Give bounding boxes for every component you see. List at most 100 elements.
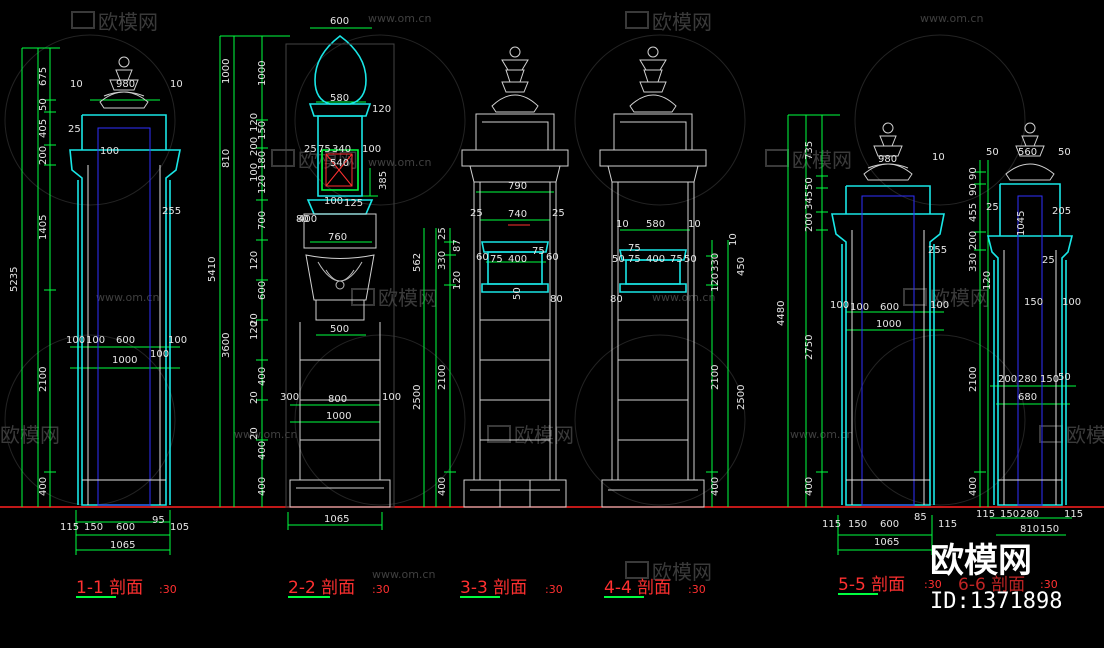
- watermark-logo-icon: [1039, 425, 1063, 443]
- section-5-5: 4480 735 50 345 200 2750 400 980 10 255 …: [776, 114, 957, 595]
- dim-r: 120: [372, 104, 391, 115]
- brand-name: 欧模网: [930, 541, 1032, 581]
- dim-mid: 100: [150, 349, 169, 360]
- dim-h: 560: [1018, 147, 1037, 158]
- watermark-text: 欧模网: [1066, 423, 1104, 447]
- dim-left: 180: [257, 151, 268, 170]
- dim-v: 90: [968, 183, 979, 196]
- dim-v: 562: [412, 253, 423, 272]
- dim-v: 405: [38, 119, 49, 138]
- dim-top: 10: [70, 79, 83, 90]
- watermark-url: www.om.cn: [368, 156, 431, 169]
- dim-overall: 5235: [9, 267, 20, 292]
- dim-mid: 100: [168, 335, 187, 346]
- dim-h: 50: [512, 287, 523, 300]
- dim-v: 2500: [412, 385, 423, 410]
- section-1-1: 5235 675 50 405 25 200 1405 2100 400 10 …: [9, 47, 189, 598]
- dim-h: 75: [670, 254, 683, 265]
- dim-v: 120: [710, 273, 721, 292]
- dim-left: 150: [257, 121, 268, 140]
- section-title: 1-1 剖面: [76, 578, 143, 598]
- watermark-text: 欧模网: [298, 148, 358, 172]
- dim-top: 980: [116, 79, 135, 90]
- section-title: 4-4 剖面: [604, 578, 671, 598]
- dim-h: 10: [616, 219, 629, 230]
- dim-left: 120: [249, 251, 260, 270]
- dim-h: 50: [1058, 147, 1071, 158]
- dim-v: 330: [437, 251, 448, 270]
- dim-v: 2100: [968, 367, 979, 392]
- section-title: 6-6 剖面: [958, 575, 1025, 595]
- dim-mid: 100: [86, 335, 105, 346]
- dim-bottom: 115: [976, 509, 995, 520]
- dim-bottom: 600: [116, 522, 135, 533]
- dim-h: 740: [508, 209, 527, 220]
- dim-left: 120: [249, 321, 260, 340]
- dim-mid: 600: [116, 335, 135, 346]
- dim-h: 400: [646, 254, 665, 265]
- dim-v: 2100: [710, 365, 721, 390]
- dim-v: 330: [710, 253, 721, 272]
- dim-bottom: 280: [1020, 509, 1039, 520]
- dim-h: 100: [930, 300, 949, 311]
- dim-left: 120: [249, 113, 260, 132]
- finial-ornament-icon: [1005, 122, 1055, 181]
- dim-bottom: 150: [1000, 509, 1019, 520]
- dim-v: 2500: [736, 385, 747, 410]
- dim-v: 2100: [437, 365, 448, 390]
- dim-bottom: 115: [60, 522, 79, 533]
- dim-h: 205: [1052, 206, 1071, 217]
- finial-ornament-icon: [491, 46, 539, 113]
- section-title: 3-3 剖面: [460, 578, 527, 598]
- dim-left: 400: [257, 441, 268, 460]
- dim-h: 680: [1018, 392, 1037, 403]
- dim-left: 1000: [257, 61, 268, 86]
- dim-v: 2100: [38, 367, 49, 392]
- dim-bottom: 115: [938, 519, 957, 530]
- dim-left: 400: [298, 214, 317, 225]
- dim-h: 150: [1024, 297, 1043, 308]
- dim-left: 300: [280, 392, 299, 403]
- dim-h: 50: [612, 254, 625, 265]
- dim-v: 400: [437, 477, 448, 496]
- dim-h: 10: [688, 219, 701, 230]
- dim-sub: 3600: [221, 333, 232, 358]
- dim-v: 1405: [38, 215, 49, 240]
- dim-r: 75: [318, 144, 331, 155]
- dim-h: 25: [986, 202, 999, 213]
- section-title: 2-2 剖面: [288, 578, 355, 598]
- dim-h: 200: [998, 374, 1017, 385]
- dim-r: 80: [296, 214, 309, 225]
- dim-h: 10: [932, 152, 945, 163]
- dim-v: 200: [38, 146, 49, 165]
- dim-h: 50: [1058, 372, 1071, 383]
- dim-top: 10: [170, 79, 183, 90]
- dim-left: 20: [249, 313, 260, 326]
- dim-v: 50: [804, 177, 815, 190]
- watermark-url: www.om.cn: [368, 12, 431, 25]
- dim-left: 400: [257, 367, 268, 386]
- watermark-url: www.om.cn: [96, 291, 159, 304]
- dim-v: 330: [968, 253, 979, 272]
- dim-v: 50: [38, 98, 49, 111]
- dim-h: 1045: [1016, 211, 1027, 236]
- dim-h: 60: [476, 252, 489, 263]
- section-4-4: 330 450 10 120 2100 2500 400 10 580 10 7…: [599, 46, 747, 598]
- dim-h: 255: [928, 245, 947, 256]
- brand-id: ID:1371898: [930, 589, 1062, 614]
- section-scale: :30: [1040, 578, 1058, 591]
- dim-h: 25: [470, 208, 483, 219]
- dim-h: 50: [986, 147, 999, 158]
- dim-h: 25: [1042, 255, 1055, 266]
- dim-bottom: 85: [914, 512, 927, 523]
- dim-left: 120: [257, 175, 268, 194]
- watermark-logo-icon: [271, 149, 295, 167]
- dim-v: 2750: [804, 335, 815, 360]
- dim-h: 75: [628, 254, 641, 265]
- dim-h: 100: [850, 302, 869, 313]
- watermark-logo-icon: [351, 288, 375, 306]
- dim-h: 75: [628, 243, 641, 254]
- dim-bottom: 150: [848, 519, 867, 530]
- dim-h: 100: [830, 300, 849, 311]
- watermark-text: 欧模网: [0, 423, 60, 447]
